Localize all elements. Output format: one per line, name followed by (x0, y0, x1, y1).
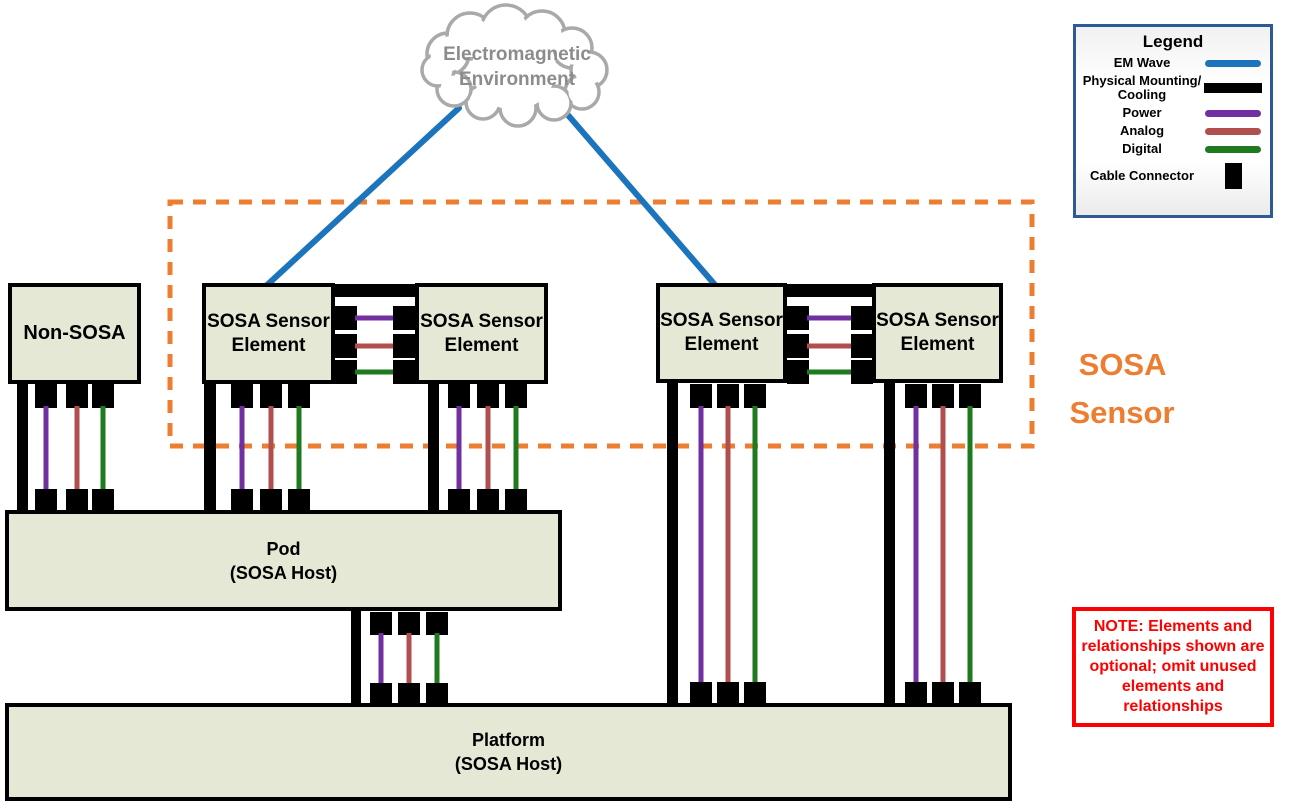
power-cable-sensor4-platform (905, 384, 927, 706)
note-text: NOTE: Elements and relationships shown a… (1081, 618, 1265, 715)
platform-label-line1: Platform (471, 730, 545, 750)
cloud-label-line1: Electromagnetic (443, 44, 591, 65)
node-sensor-element-4: SOSA Sensor Element (872, 283, 1003, 383)
digital-cable-sensor3-platform (744, 384, 766, 706)
node-sensor-element-1: SOSA Sensor Element (202, 283, 335, 384)
sensor-element-4-label-line1: SOSA Sensor (876, 310, 999, 331)
mounting-links (17, 284, 895, 706)
legend-row-analog: Analog (1082, 124, 1264, 138)
em-wave-line-right (558, 104, 719, 289)
legend-label-cable-connector: Cable Connector (1089, 168, 1194, 183)
pod-label-line1: Pod (266, 538, 301, 559)
sensor-element-3-label-line1: SOSA Sensor (660, 310, 783, 331)
legend-row-digital: Digital (1082, 142, 1264, 156)
legend-label-power: Power (1122, 105, 1162, 120)
analog-cable-sensor1-sensor2 (335, 334, 415, 358)
node-sensor-element-2: SOSA Sensor Element (415, 283, 548, 384)
note-box: NOTE: Elements and relationships shown a… (1072, 607, 1274, 727)
analog-cable-sensor4-platform (932, 384, 954, 706)
digital-cable-nonsosa-pod (92, 384, 114, 513)
em-wave-line-left (263, 105, 462, 289)
legend: Legend EM Wave Physical Mounting/ Coolin… (1073, 24, 1273, 218)
non-sosa-label: Non-SOSA (23, 322, 126, 344)
pod-label-line2: (SOSA Host) (229, 562, 338, 583)
sensor-element-4-label-line2: Element (900, 334, 975, 355)
legend-row-physical-mounting: Physical Mounting/ Cooling (1082, 74, 1264, 102)
sosa-sensor-group-label: SOSA Sensor (1044, 341, 1200, 437)
node-sensor-element-3: SOSA Sensor Element (656, 283, 787, 383)
legend-row-power: Power (1082, 106, 1264, 120)
analog-cable-nonsosa-pod (66, 384, 88, 513)
cloud-label-line2: Environment (458, 69, 576, 90)
mounting-link-sensor1-sensor2 (333, 284, 417, 297)
analog-swatch (1202, 127, 1264, 135)
power-cable-pod-platform (370, 612, 392, 707)
node-pod: Pod (SOSA Host) (5, 510, 562, 611)
cable-connector-swatch (1202, 163, 1264, 189)
platform-label-line2: (SOSA Host) (454, 754, 563, 774)
analog-cable-sensor3-sensor4 (787, 334, 873, 358)
cloud-shape (420, 3, 609, 128)
digital-cable-sensor3-sensor4 (787, 360, 873, 384)
mounting-link-sensor2-pod (428, 381, 439, 513)
legend-label-em-wave: EM Wave (1113, 55, 1171, 70)
physical-mounting-swatch (1202, 83, 1264, 93)
node-non-sosa: Non-SOSA (8, 283, 141, 384)
sensor-element-2-label-line1: SOSA Sensor (420, 310, 543, 332)
em-wave-swatch (1202, 59, 1264, 67)
power-cable-sensor1-sensor2 (335, 306, 415, 330)
legend-label-analog: Analog (1119, 123, 1165, 138)
mounting-link-sensor1-pod (204, 381, 216, 513)
sensor-element-1-label-line1: SOSA Sensor (207, 310, 330, 332)
mounting-link-sensor3-sensor4 (785, 284, 875, 297)
power-swatch (1202, 109, 1264, 117)
power-cable-sensor3-platform (690, 384, 712, 706)
legend-row-cable-connector: Cable Connector (1082, 163, 1264, 189)
legend-label-digital: Digital (1122, 141, 1162, 156)
power-cable-nonsosa-pod (35, 384, 57, 513)
legend-title: Legend (1142, 32, 1204, 51)
digital-cable-pod-platform (426, 612, 448, 707)
digital-cable-sensor4-platform (959, 384, 981, 706)
mounting-link-nonsosa-pod (17, 381, 28, 513)
mounting-link-pod-platform (351, 606, 361, 706)
sensor-element-1-label-line2: Element (231, 334, 306, 356)
mounting-link-sensor4-platform (884, 381, 895, 706)
power-cable-sensor3-sensor4 (787, 306, 873, 330)
digital-swatch (1202, 145, 1264, 153)
analog-cable-sensor3-platform (717, 384, 739, 706)
node-platform: Platform (SOSA Host) (5, 703, 1012, 801)
sosa-sensor-group-label-line2: Sensor (1069, 395, 1175, 430)
sensor-element-3-label-line2: Element (684, 334, 759, 355)
cloud-label: Electromagnetic Environment (429, 42, 605, 92)
legend-row-em-wave: EM Wave (1082, 56, 1264, 70)
legend-label-physical-mounting: Physical Mounting/ Cooling (1082, 73, 1202, 102)
digital-cable-sensor1-sensor2 (335, 360, 415, 384)
mounting-link-sensor3-platform (667, 381, 678, 706)
analog-cable-pod-platform (398, 612, 420, 707)
sensor-element-2-label-line2: Element (444, 334, 519, 356)
sosa-sensor-group-label-line1: SOSA (1078, 347, 1166, 382)
